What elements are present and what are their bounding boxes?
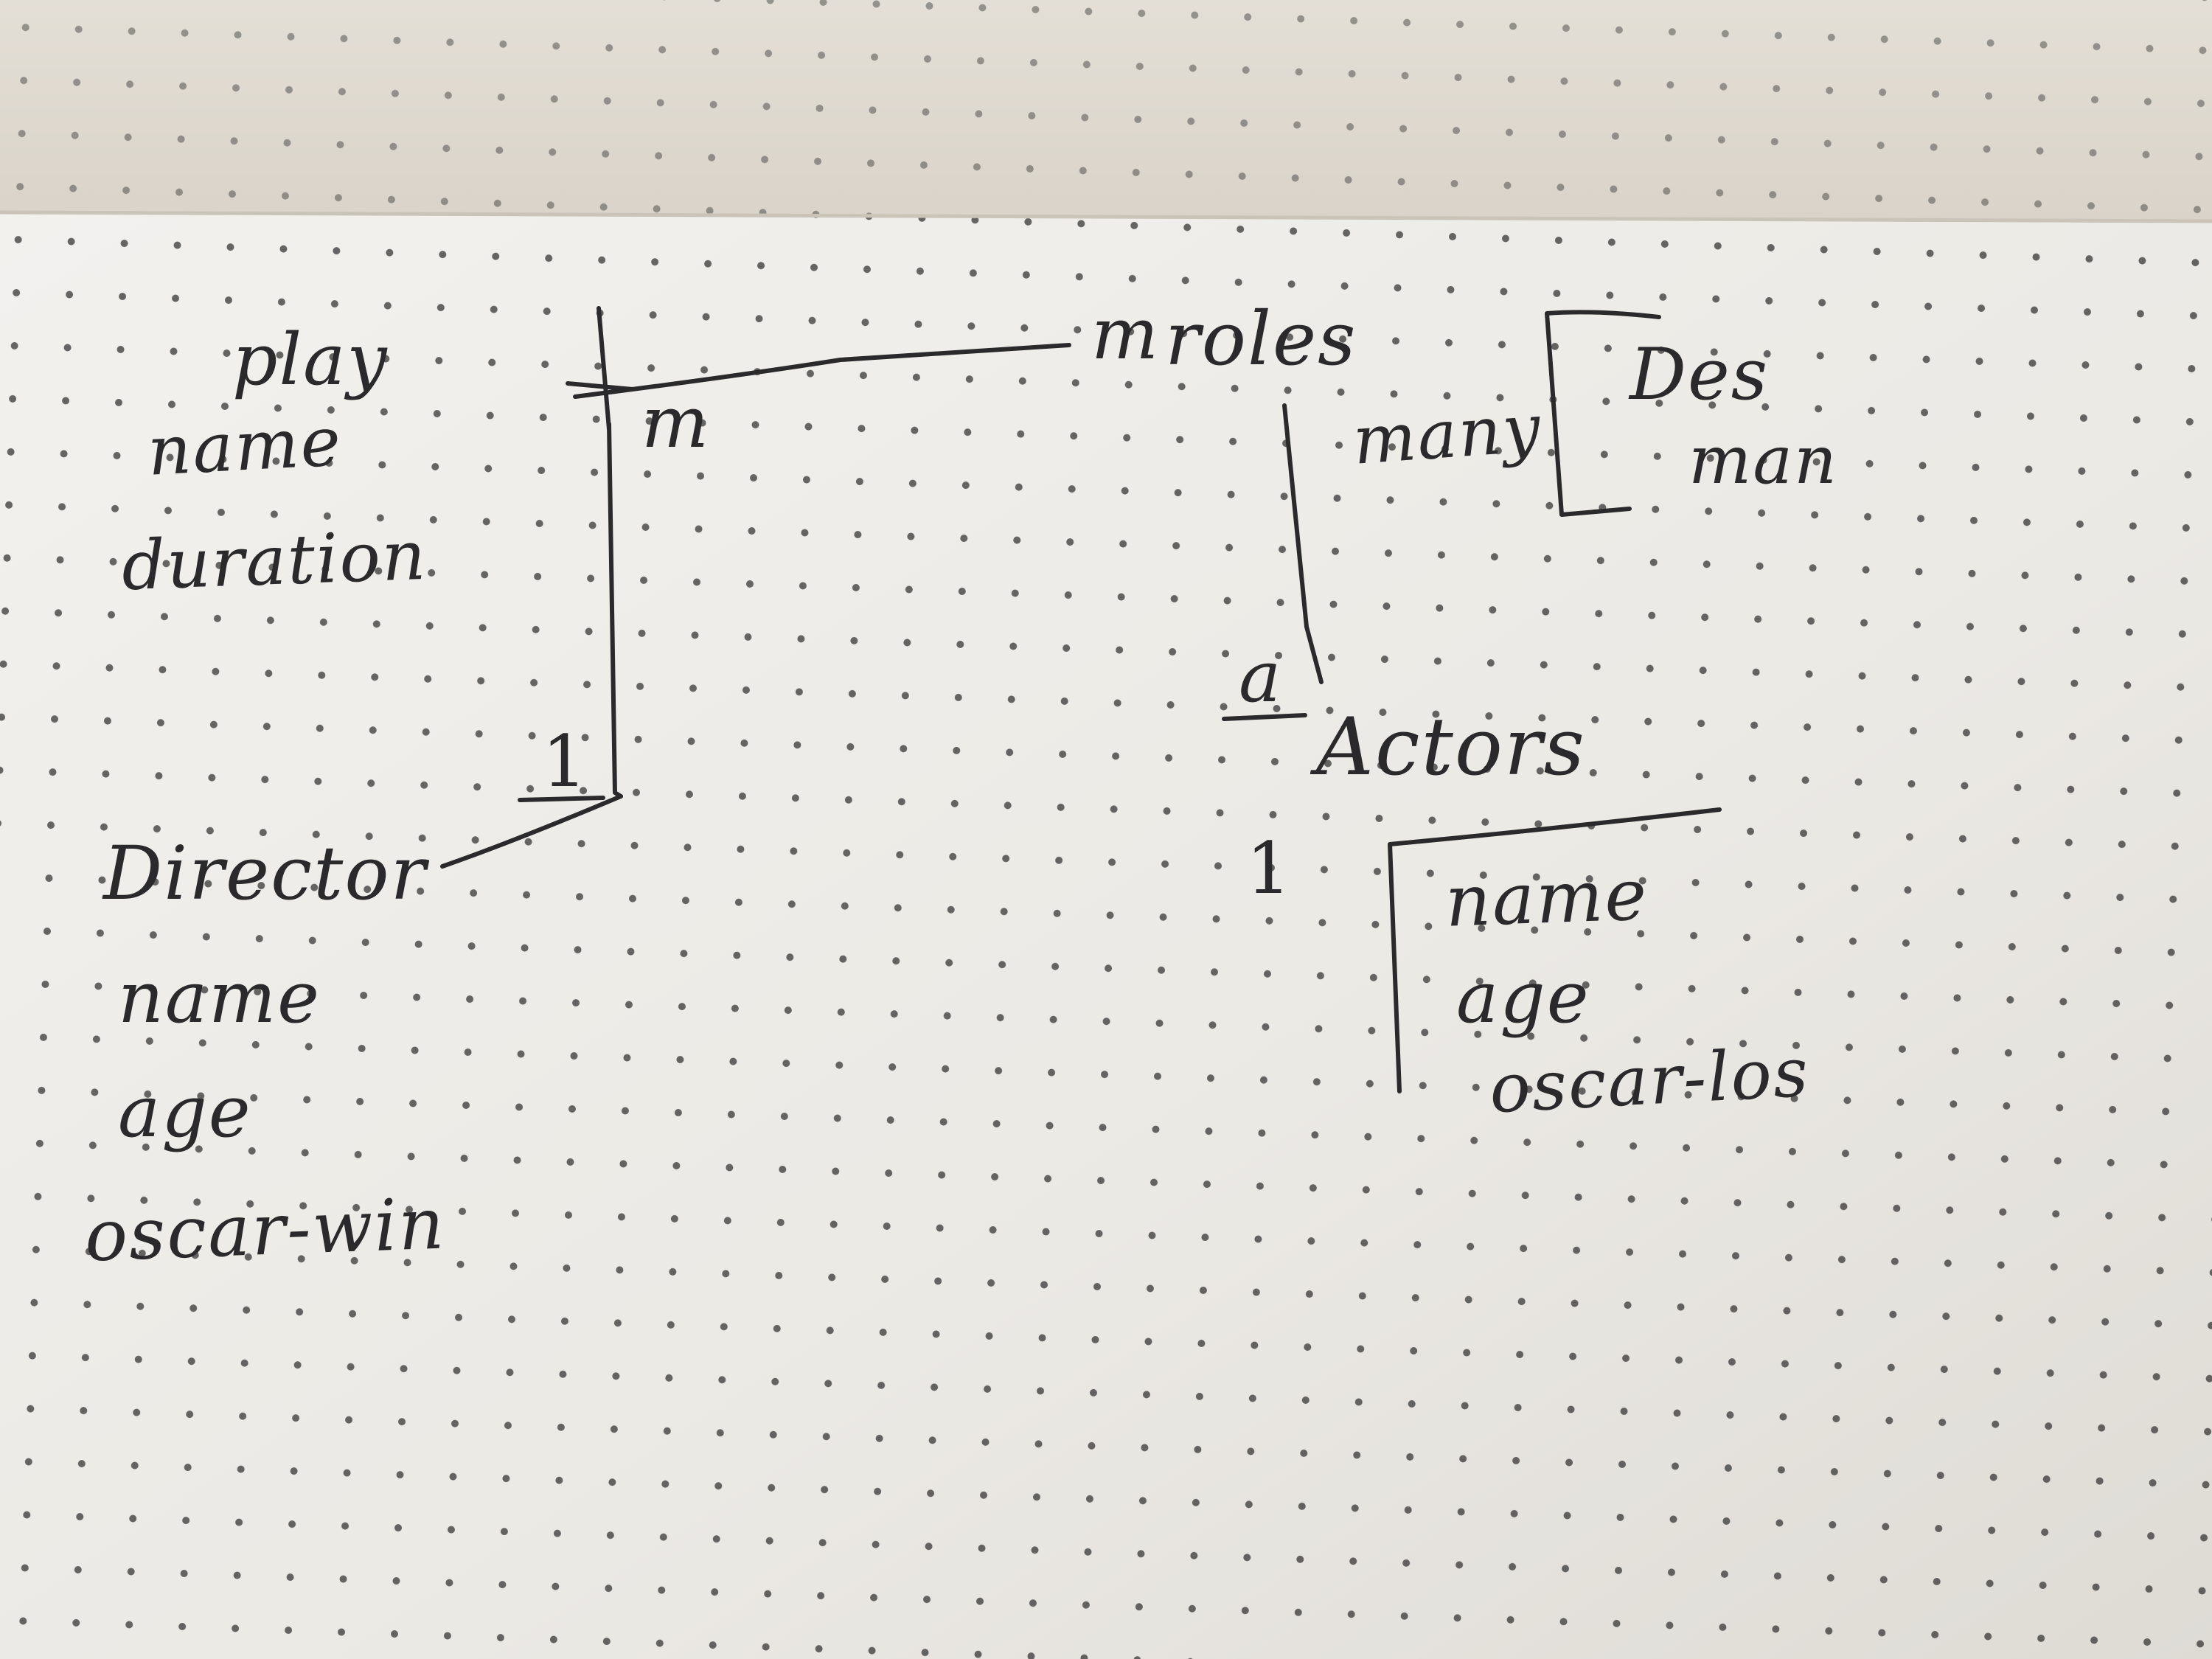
cardinality-actors-one: 1 [1246,827,1293,910]
diagram-lines [440,306,1722,1093]
play-attribute-name: name [145,402,344,491]
line-play-roles [573,343,1071,399]
director-attribute-oscar-win: oscar-win [83,1182,447,1278]
director-attribute-age: age [118,1071,252,1153]
actors-attribute-age: age [1456,956,1590,1039]
bracket-actors [1388,807,1722,1093]
roles-attribute-des: Des [1630,333,1770,416]
cardinality-roles-side: m [1091,293,1161,375]
entity-roles-title: roles [1165,296,1357,382]
cardinality-actors-side: a [1239,636,1283,718]
entity-director-title: Director [103,830,428,917]
cardinality-roles-many: many [1350,389,1545,480]
director-attribute-name: name [118,956,321,1039]
actors-attribute-name: name [1444,853,1649,943]
entity-actors-title: Actors [1316,701,1586,793]
play-attribute-duration: duration [120,515,428,606]
line-roles-actors [1282,403,1324,684]
actors-attribute-oscar: oscar-los [1487,1032,1812,1129]
cardinality-play-side: m [641,381,711,464]
bracket-roles [1545,310,1661,517]
cardinality-director-one: 1 [542,720,589,803]
entity-play-title: play [232,319,389,401]
roles-attribute-man: man [1688,422,1838,499]
